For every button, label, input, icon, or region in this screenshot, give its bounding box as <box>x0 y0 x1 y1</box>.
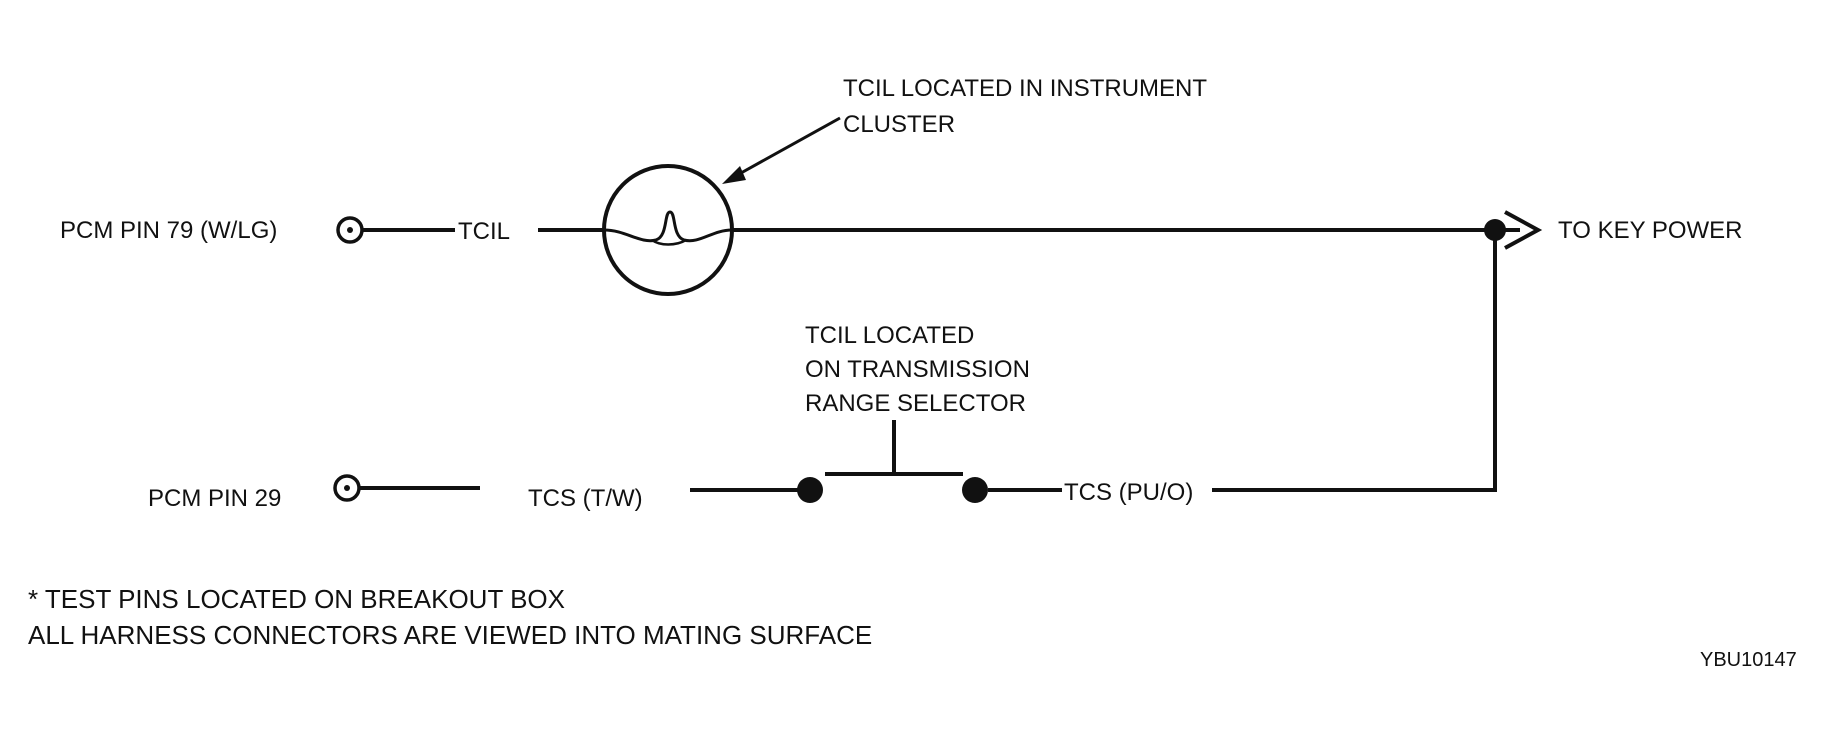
callout-arrow-icon <box>722 116 841 184</box>
to-key-power-label: TO KEY POWER <box>1558 217 1743 244</box>
test-pin-79-icon <box>336 216 364 244</box>
arrow-right-icon <box>1504 210 1543 250</box>
tcil-cluster-label-line2: CLUSTER <box>843 111 955 138</box>
note-line-1: * TEST PINS LOCATED ON BREAKOUT BOX <box>28 584 565 614</box>
tcs-puo-label: TCS (PU/O) <box>1064 479 1193 506</box>
tcs-switch-icon <box>797 420 988 503</box>
tcil-wire-label: TCIL <box>458 218 510 245</box>
test-pin-29-icon <box>333 474 361 502</box>
tcs-tw-label: TCS (T/W) <box>528 485 643 512</box>
tcil-selector-label-line3: RANGE SELECTOR <box>805 390 1026 417</box>
note-line-2: ALL HARNESS CONNECTORS ARE VIEWED INTO M… <box>28 620 872 650</box>
tcil-lamp-icon <box>602 164 734 296</box>
tcil-cluster-label-line1: TCIL LOCATED IN INSTRUMENT <box>843 75 1207 102</box>
pcm-pin-29-label: PCM PIN 29 <box>148 485 281 512</box>
pcm-pin-79-label: PCM PIN 79 (W/LG) <box>60 217 277 244</box>
tcil-selector-label-line2: ON TRANSMISSION <box>805 356 1030 383</box>
figure-code: YBU10147 <box>1700 649 1797 671</box>
tcil-selector-label-line1: TCIL LOCATED <box>805 322 974 349</box>
